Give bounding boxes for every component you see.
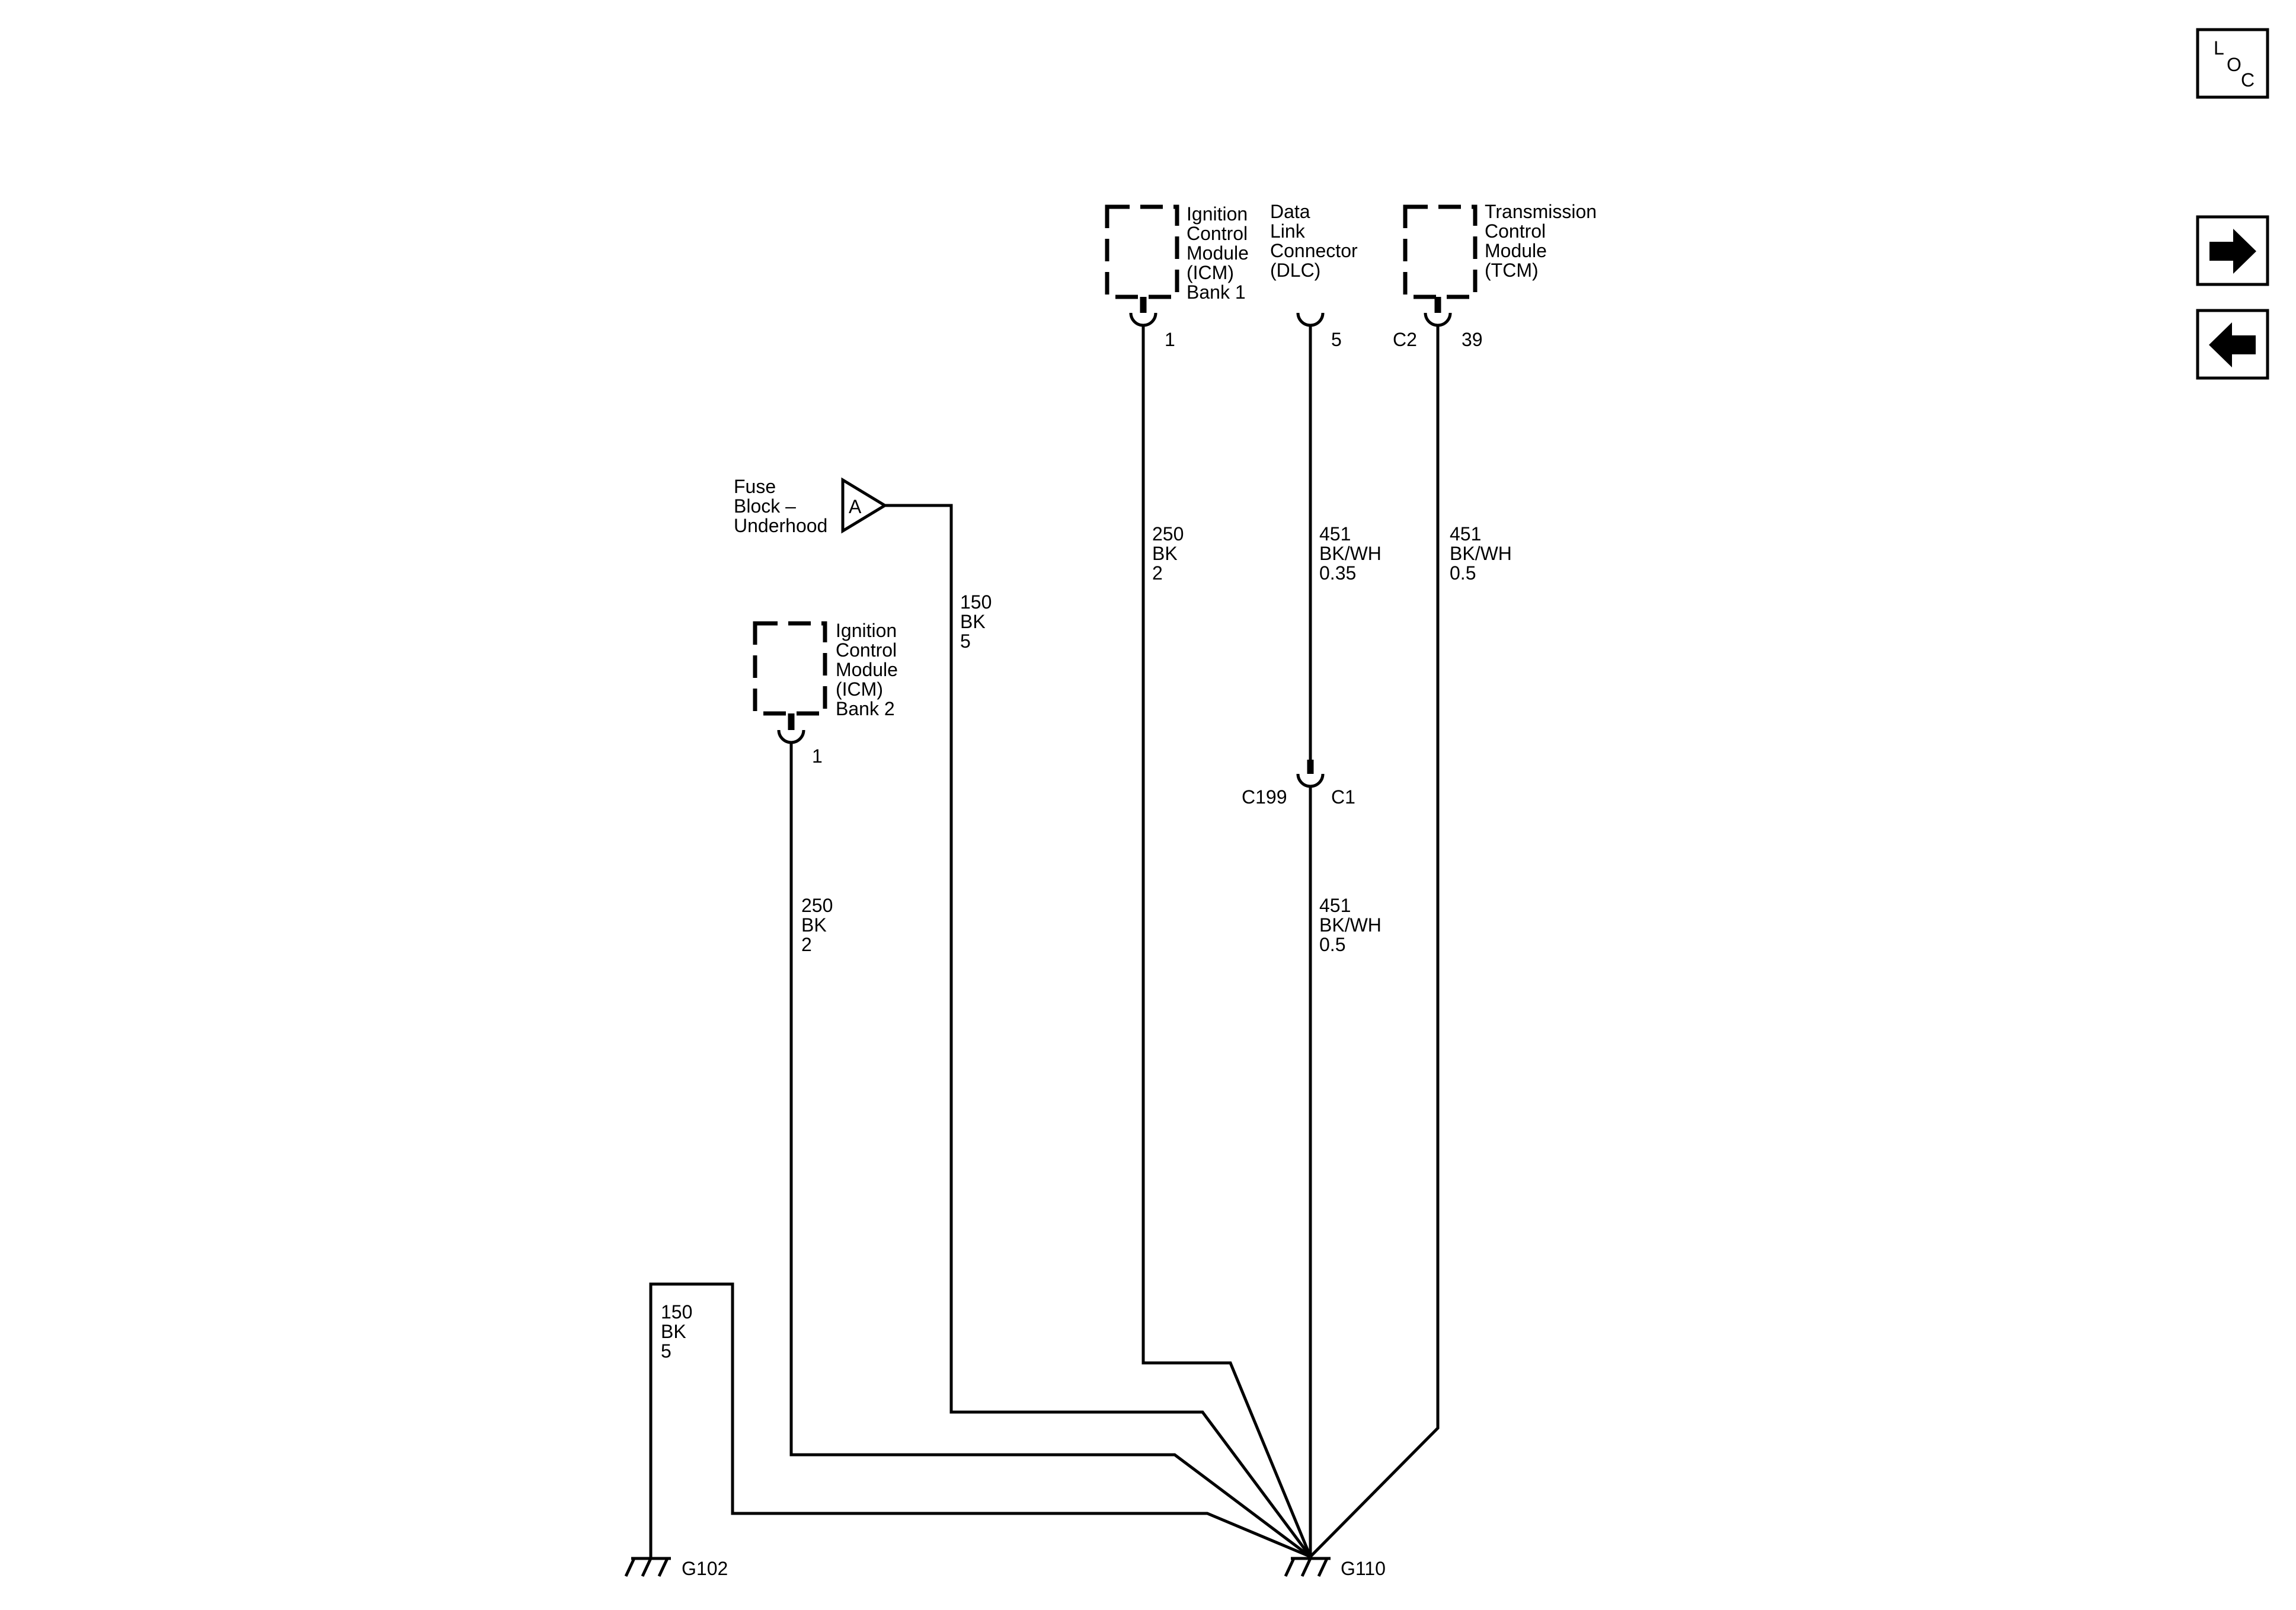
next-page-button[interactable]: [2196, 215, 2269, 286]
fuse-block-ref: A: [849, 496, 862, 517]
wire-tcm: [1309, 325, 1440, 1558]
wire-g102: [649, 1282, 1311, 1558]
loc-button[interactable]: L O C: [2196, 28, 2269, 99]
icm-bank1-pin: 1: [1165, 329, 1175, 350]
svg-text:C: C: [2241, 69, 2255, 91]
arrow-left-icon: [2209, 322, 2256, 367]
icm-bank2-pin: 1: [812, 745, 823, 767]
prev-page-button[interactable]: [2196, 309, 2269, 380]
tcm-connector: C2: [1393, 329, 1417, 350]
svg-text:G102: G102: [682, 1558, 728, 1579]
svg-text:G110: G110: [1341, 1558, 1386, 1579]
svg-text:O: O: [2227, 54, 2241, 75]
c199-connector: C199 C1: [1242, 760, 1355, 808]
wire-icm-bank2: [789, 742, 1312, 1558]
ground-g102: G102: [624, 1557, 728, 1579]
dlc-pin: 5: [1331, 329, 1342, 350]
wire-icm-bank1: [1141, 325, 1312, 1557]
wire-fuse-block: [885, 504, 1312, 1558]
svg-text:L: L: [2214, 37, 2224, 59]
ground-g110: G110: [1284, 1557, 1386, 1579]
svg-text:C1: C1: [1331, 786, 1355, 808]
svg-text:C199: C199: [1242, 786, 1287, 808]
tcm-pin: 39: [1462, 329, 1483, 350]
arrow-right-icon: [2209, 229, 2256, 274]
